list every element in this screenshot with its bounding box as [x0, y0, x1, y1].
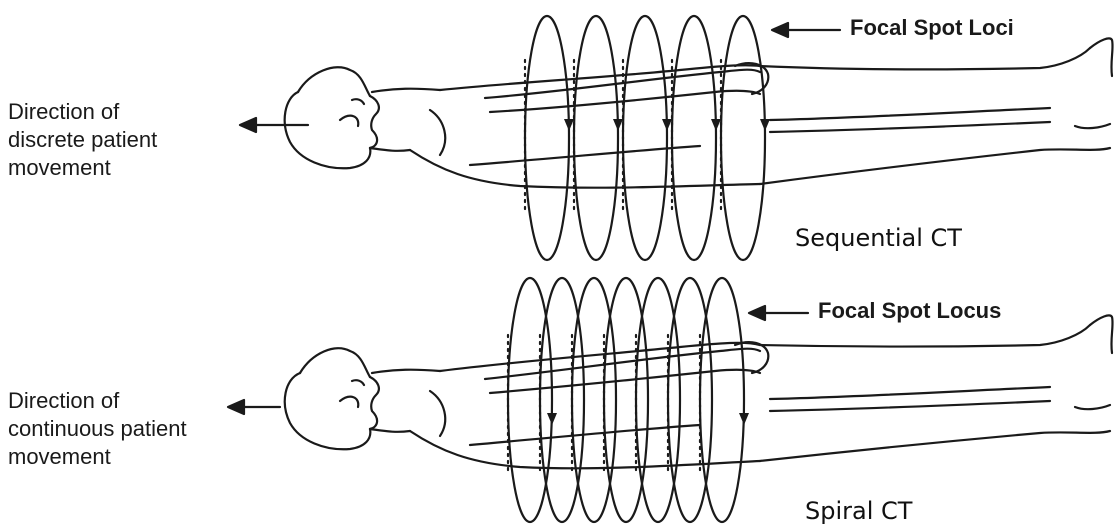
direction-line-3: movement — [8, 154, 157, 182]
focal-spot-loci-label: Focal Spot Loci — [850, 15, 1014, 41]
spiral-ct-caption: Spiral CT — [805, 497, 912, 525]
locus-pointer-arrow-icon — [749, 306, 808, 320]
sequential-ct-caption: Sequential CT — [795, 224, 962, 252]
direction-line-2: discrete patient — [8, 126, 157, 154]
patient-figure — [285, 315, 1113, 468]
focal-spot-helix — [508, 278, 749, 522]
loci-pointer-arrow-icon — [772, 23, 840, 37]
movement-arrow-left-icon — [228, 400, 280, 414]
direction-line-1: Direction of — [8, 98, 157, 126]
sequential-ct-panel: Direction of discrete patient movement F… — [0, 0, 1115, 265]
spiral-ct-panel: Direction of continuous patient movement… — [0, 265, 1115, 530]
direction-label: Direction of discrete patient movement — [8, 98, 157, 182]
direction-line-2: continuous patient — [8, 415, 187, 443]
direction-line-1: Direction of — [8, 387, 187, 415]
direction-line-3: movement — [8, 443, 187, 471]
direction-label: Direction of continuous patient movement — [8, 387, 187, 471]
focal-spot-rings — [525, 16, 770, 260]
focal-spot-locus-label: Focal Spot Locus — [818, 298, 1001, 324]
patient-figure — [285, 38, 1113, 187]
movement-arrow-left-icon — [240, 118, 308, 132]
